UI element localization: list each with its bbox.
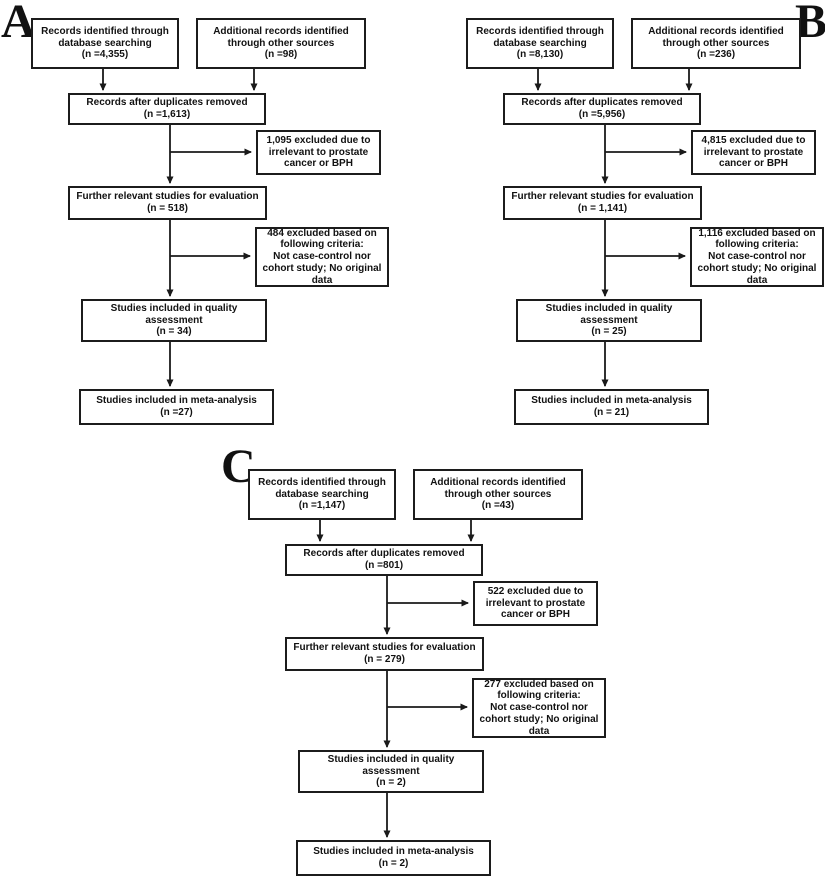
panel-c-flow-arrows-icon bbox=[316, 520, 475, 838]
box-records-identified: Records identified through database sear… bbox=[31, 18, 179, 69]
box-records-identified: Records identified through database sear… bbox=[466, 18, 614, 69]
panel-a-label: A bbox=[1, 0, 36, 48]
panel-b: B Records identified through database se… bbox=[435, 0, 825, 446]
box-quality-assessment: Studies included in quality assessment (… bbox=[81, 299, 267, 342]
box-duplicates-removed: Records after duplicates removed (n =1,6… bbox=[68, 93, 266, 125]
box-excluded-criteria: 1,116 excluded based on following criter… bbox=[690, 227, 824, 287]
box-excluded-criteria: 277 excluded based on following criteria… bbox=[472, 678, 606, 738]
box-additional-records: Additional records identified through ot… bbox=[631, 18, 801, 69]
box-duplicates-removed: Records after duplicates removed (n =801… bbox=[285, 544, 483, 576]
box-studies-for-evaluation: Further relevant studies for evaluation … bbox=[68, 186, 267, 220]
panel-a: A Records identified through database se… bbox=[0, 0, 400, 446]
box-studies-for-evaluation: Further relevant studies for evaluation … bbox=[503, 186, 702, 220]
box-quality-assessment: Studies included in quality assessment (… bbox=[516, 299, 702, 342]
box-duplicates-removed: Records after duplicates removed (n =5,9… bbox=[503, 93, 701, 125]
box-meta-analysis: Studies included in meta-analysis (n = 2… bbox=[514, 389, 709, 425]
box-additional-records: Additional records identified through ot… bbox=[413, 469, 583, 520]
box-studies-for-evaluation: Further relevant studies for evaluation … bbox=[285, 637, 484, 671]
box-excluded-criteria: 484 excluded based on following criteria… bbox=[255, 227, 389, 287]
box-meta-analysis: Studies included in meta-analysis (n = 2… bbox=[296, 840, 491, 876]
box-excluded-irrelevant: 4,815 excluded due to irrelevant to pros… bbox=[691, 130, 816, 175]
panel-c: C Records identified through database se… bbox=[217, 443, 617, 883]
box-additional-records: Additional records identified through ot… bbox=[196, 18, 366, 69]
box-excluded-irrelevant: 522 excluded due to irrelevant to prosta… bbox=[473, 581, 598, 626]
box-quality-assessment: Studies included in quality assessment (… bbox=[298, 750, 484, 793]
box-records-identified: Records identified through database sear… bbox=[248, 469, 396, 520]
box-excluded-irrelevant: 1,095 excluded due to irrelevant to pros… bbox=[256, 130, 381, 175]
box-meta-analysis: Studies included in meta-analysis (n =27… bbox=[79, 389, 274, 425]
